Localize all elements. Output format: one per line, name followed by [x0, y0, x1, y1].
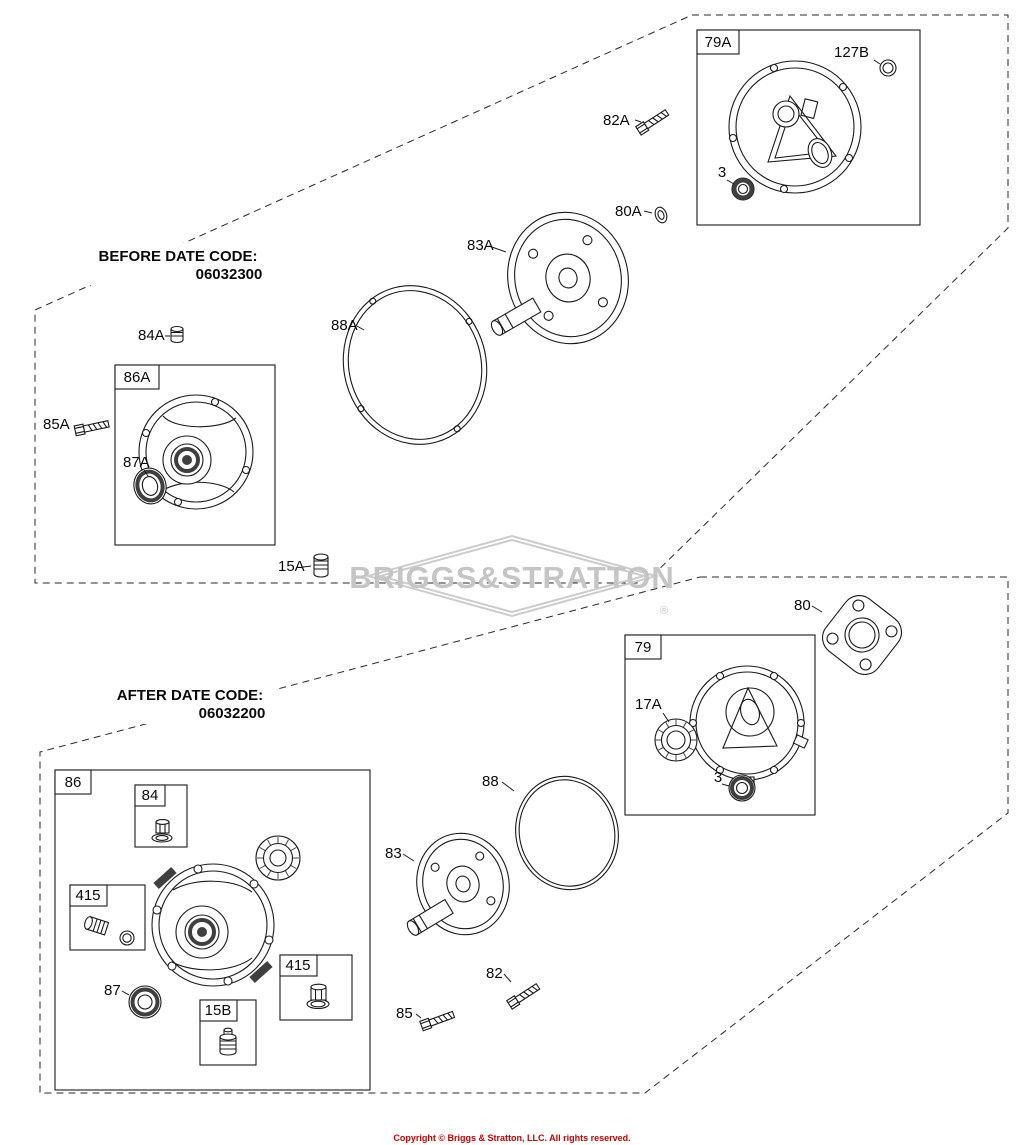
label-79: 79	[635, 639, 652, 656]
oil-seal-87a	[133, 467, 167, 505]
box-79a-label-tab	[696, 29, 740, 55]
gear-cover-79a	[728, 60, 862, 194]
plug-kit-415-left	[84, 916, 135, 946]
briggs-stratton-watermark: BRIGGS&STRATTON ®	[349, 534, 675, 618]
label-84: 84	[142, 787, 159, 804]
o-ring-127b	[879, 59, 897, 77]
ball-bearing-86	[255, 835, 301, 881]
before-heading-line2: 06032300	[196, 266, 263, 283]
box-84-label-tab	[134, 784, 166, 807]
label-85: 85	[396, 1005, 413, 1022]
label-15b: 15B	[205, 1002, 232, 1019]
oil-seal-87	[128, 985, 162, 1019]
gear-case-86	[151, 863, 275, 987]
label-127b: 127B	[834, 44, 869, 61]
gear-case-86a	[138, 394, 254, 510]
label-87a: 87A	[123, 454, 150, 471]
gasket-88a	[342, 285, 488, 445]
label-82: 82	[486, 965, 503, 982]
gear-drum-83	[406, 832, 510, 936]
label-15a: 15A	[278, 558, 305, 575]
label-83a: 83A	[467, 237, 494, 254]
label-85a: 85A	[43, 416, 70, 433]
plug-84	[151, 819, 173, 843]
watermark-text: BRIGGS&STRATTON	[349, 560, 675, 595]
watermark-registered-mark: ®	[660, 605, 668, 617]
label-82a: 82A	[603, 112, 630, 129]
box-15b-label-tab	[199, 999, 238, 1022]
before-group-boundary	[34, 14, 1009, 584]
label-86: 86	[65, 774, 82, 791]
after-heading-line1: AFTER DATE CODE:	[117, 687, 263, 704]
label-84a: 84A	[138, 327, 165, 344]
gasket-88	[515, 775, 619, 891]
bolt-85a	[73, 418, 111, 437]
after-group-boundary	[39, 576, 1009, 1094]
oil-seal-3-bottom	[728, 774, 756, 802]
label-415-left: 415	[75, 887, 100, 904]
label-88a: 88A	[331, 317, 358, 334]
before-heading-line1: BEFORE DATE CODE:	[99, 248, 258, 265]
label-80: 80	[794, 597, 811, 614]
before-date-code-heading: BEFORE DATE CODE: 06032300	[86, 243, 270, 285]
label-88: 88	[482, 773, 499, 790]
gear-cover-79	[688, 665, 809, 785]
box-415-right-label-tab	[279, 954, 318, 977]
label-17a: 17A	[635, 696, 662, 713]
label-80a: 80A	[615, 203, 642, 220]
label-415-right: 415	[285, 957, 310, 974]
box-86-label-tab	[54, 769, 92, 795]
box-79-label-tab	[624, 634, 662, 660]
after-heading-line2: 06032200	[199, 705, 266, 722]
box-86a-label-tab	[114, 364, 160, 390]
bolt-82	[506, 981, 542, 1010]
vent-plug-15b	[219, 1027, 237, 1056]
label-79a: 79A	[705, 34, 732, 51]
gasket-80	[821, 594, 903, 676]
plug-84a	[170, 325, 184, 344]
vent-plug-15a	[313, 553, 329, 578]
oil-seal-3-top	[731, 177, 755, 201]
after-date-code-heading: AFTER DATE CODE: 06032200	[103, 682, 279, 724]
leader-lines	[121, 59, 881, 1019]
label-3-bottom: 3	[714, 769, 722, 786]
label-3-top: 3	[718, 164, 726, 181]
box-415-left-label-tab	[69, 884, 108, 907]
label-83: 83	[385, 845, 402, 862]
gear-drum-83a	[490, 211, 629, 345]
ball-bearing-17a	[654, 718, 698, 762]
bolt-85	[419, 1009, 456, 1032]
label-86a: 86A	[124, 369, 151, 386]
label-87: 87	[104, 982, 121, 999]
plug-kit-415-right	[306, 983, 330, 1010]
copyright-notice: Copyright © Briggs & Stratton, LLC. All …	[393, 1133, 630, 1143]
washer-80a	[654, 206, 668, 224]
